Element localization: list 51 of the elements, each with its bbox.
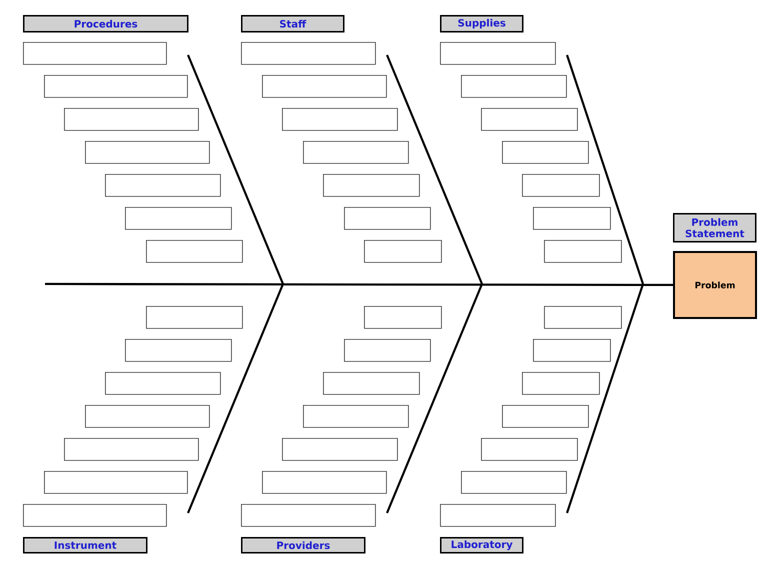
blank-box — [23, 504, 167, 527]
blank-box — [282, 438, 398, 461]
blank-box — [544, 306, 622, 329]
blank-box — [262, 471, 387, 494]
blank-box — [533, 339, 611, 362]
blank-box — [323, 174, 420, 197]
blank-box — [364, 306, 442, 329]
blank-box — [44, 471, 188, 494]
blank-box — [481, 108, 578, 131]
problem-box: Problem — [673, 251, 757, 319]
blank-box — [323, 372, 420, 395]
category-label: Providers — [241, 537, 366, 554]
category-label: Procedures — [23, 15, 188, 32]
blank-box — [105, 174, 221, 197]
blank-box — [44, 75, 188, 98]
blank-box — [522, 174, 600, 197]
blank-box — [502, 405, 589, 428]
blank-box — [481, 438, 578, 461]
category-label: Laboratory — [440, 537, 524, 554]
blank-box — [64, 108, 199, 131]
blank-box — [303, 141, 409, 164]
blank-box — [262, 75, 387, 98]
blank-box — [23, 42, 167, 65]
category-label: Problem Statement — [673, 213, 756, 242]
category-label: Supplies — [440, 15, 524, 32]
blank-box — [125, 339, 232, 362]
blank-box — [146, 306, 243, 329]
blank-box — [533, 207, 611, 230]
blank-box — [303, 405, 409, 428]
blank-box — [125, 207, 232, 230]
blank-box — [440, 504, 556, 527]
blank-box — [241, 42, 376, 65]
blank-box — [241, 504, 376, 527]
blank-box — [105, 372, 221, 395]
blank-box — [344, 339, 431, 362]
spine-line — [45, 282, 673, 286]
blank-box — [461, 471, 567, 494]
blank-box — [522, 372, 600, 395]
blank-box — [461, 75, 567, 98]
category-label: Instrument — [23, 537, 148, 554]
blank-box — [544, 240, 622, 263]
blank-box — [502, 141, 589, 164]
blank-box — [64, 438, 199, 461]
blank-box — [85, 405, 210, 428]
blank-box — [146, 240, 243, 263]
blank-box — [85, 141, 210, 164]
blank-box — [364, 240, 442, 263]
blank-box — [282, 108, 398, 131]
category-label: Staff — [241, 15, 344, 32]
blank-box — [440, 42, 556, 65]
blank-box — [344, 207, 431, 230]
